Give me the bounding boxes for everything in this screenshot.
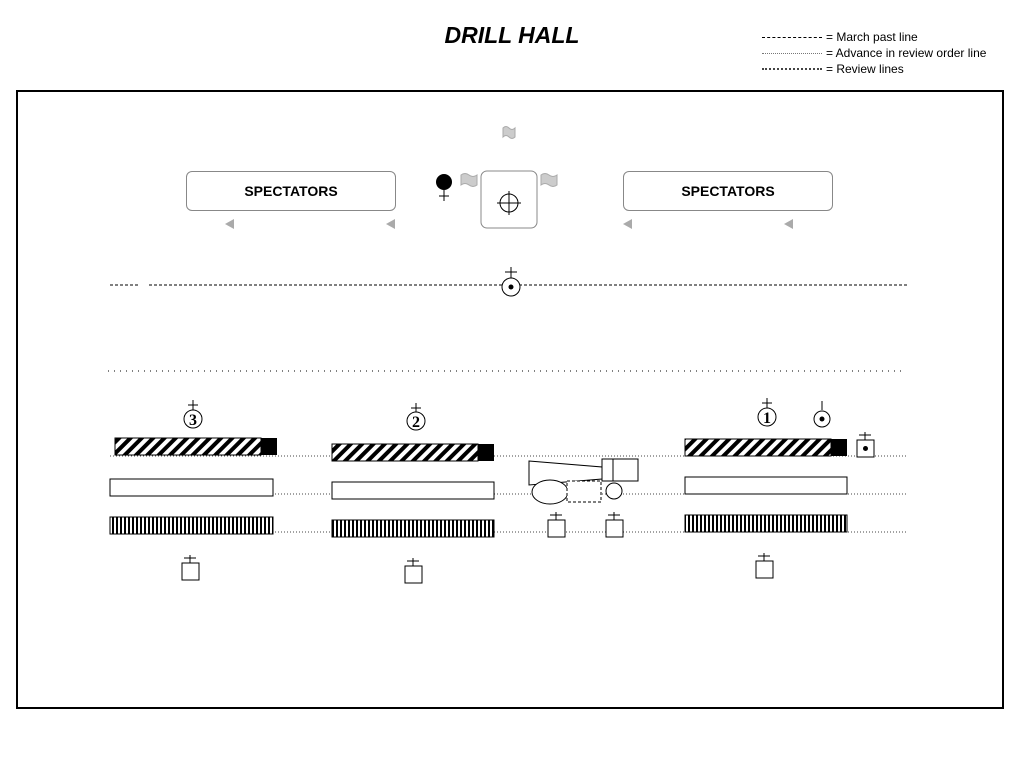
flag-icon: [502, 126, 516, 139]
officer-box-icon: [181, 555, 200, 581]
drum-icon: [531, 479, 569, 505]
reviewing-officer-icon: [497, 191, 521, 215]
rank-marker-2: 2: [406, 403, 426, 431]
rank-marker-3: 3: [183, 400, 203, 429]
legend-advance: = Advance in review order line: [762, 45, 986, 61]
legend-label: = Advance in review order line: [826, 46, 987, 60]
middle-rank-block: [109, 478, 274, 497]
rank-end-marker: [261, 438, 277, 455]
marker-point-icon: [813, 401, 831, 428]
rear-rank-block: [109, 516, 274, 535]
pointer-left-icon: [386, 219, 395, 229]
band-group: [528, 458, 639, 505]
pointer-left-icon: [623, 219, 632, 229]
fine-dotted-line-sample: [762, 68, 822, 70]
legend: = March past line = Advance in review or…: [762, 29, 986, 77]
officer-box-icon: [547, 512, 566, 538]
middle-rank-block: [684, 476, 848, 495]
officer-box-icon: [605, 512, 624, 538]
rank-number: 1: [763, 410, 771, 427]
legend-march-past: = March past line: [762, 29, 986, 45]
rank-marker-1: 1: [757, 398, 777, 427]
legend-review: = Review lines: [762, 61, 986, 77]
pointer-left-icon: [225, 219, 234, 229]
aide-icon: [436, 174, 452, 201]
band-circle-icon: [605, 482, 623, 500]
officer-box-icon: [404, 558, 423, 584]
middle-rank-block: [331, 481, 495, 500]
commander-icon: [501, 267, 521, 297]
rank-end-marker: [478, 444, 494, 461]
dotted-line-sample: [762, 52, 822, 54]
rank-end-marker: [831, 439, 847, 456]
legend-label: = March past line: [826, 30, 918, 44]
diagram-title: DRILL HALL: [444, 22, 580, 48]
flag-icon: [460, 173, 478, 187]
rear-rank-block: [331, 519, 495, 538]
legend-label: = Review lines: [826, 62, 904, 76]
band-dashed-box: [566, 480, 602, 503]
spectators-box-left: SPECTATORS: [186, 171, 396, 211]
marker-box-icon: [856, 432, 875, 458]
flag-icon: [540, 173, 558, 187]
rank-number: 2: [412, 414, 420, 431]
officer-box-icon: [755, 553, 774, 579]
front-rank-block: [684, 438, 832, 457]
band-box: [601, 458, 639, 482]
front-rank-block: [331, 443, 479, 462]
spectators-box-right: SPECTATORS: [623, 171, 833, 211]
drill-hall-floor: [16, 90, 1004, 709]
dashed-line-sample: [762, 36, 822, 38]
front-rank-block: [114, 437, 262, 456]
spectators-label: SPECTATORS: [244, 183, 338, 199]
spectators-label: SPECTATORS: [681, 183, 775, 199]
rear-rank-block: [684, 514, 848, 533]
pointer-left-icon: [784, 219, 793, 229]
rank-number: 3: [189, 412, 197, 429]
